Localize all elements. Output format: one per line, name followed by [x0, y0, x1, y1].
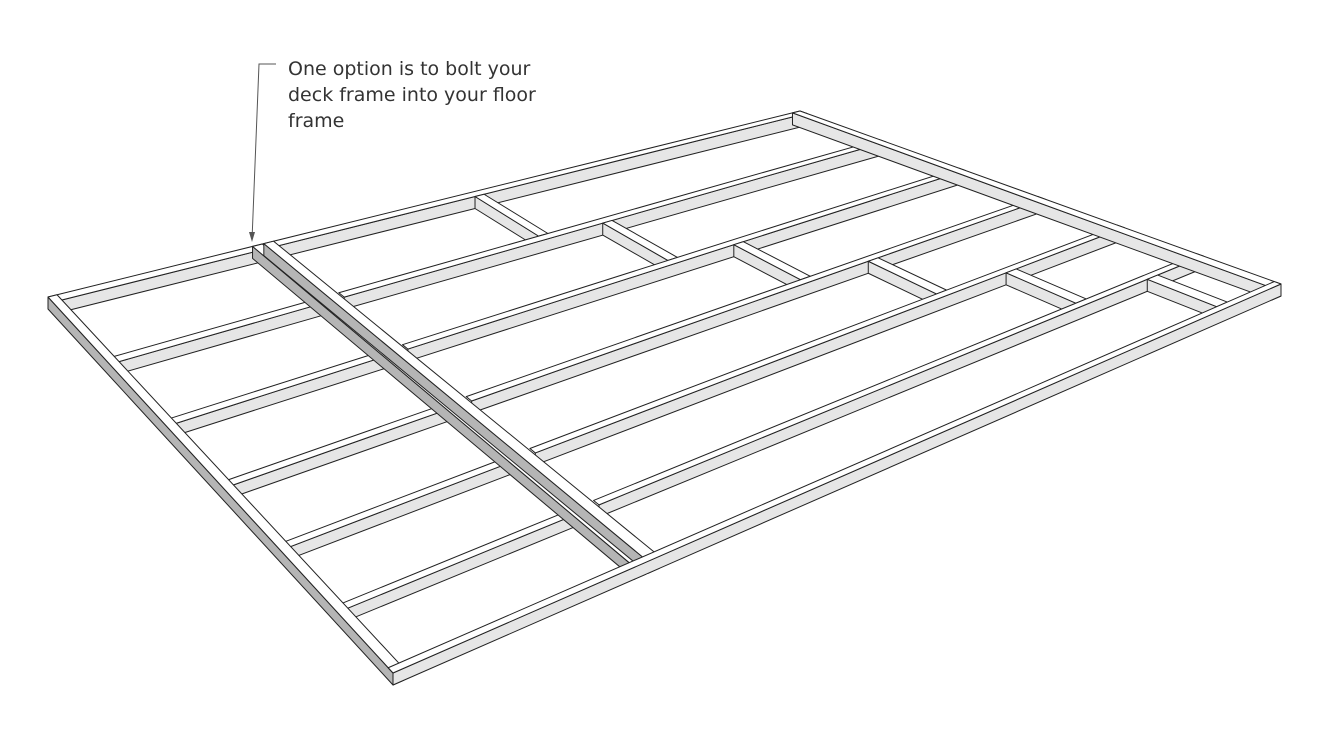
deck-joist-4-side [280, 462, 511, 563]
left-rim-joist [47, 294, 405, 674]
deck-joist-2 [161, 351, 385, 427]
deck-joist-3-side [223, 409, 448, 501]
floor-joist-5-side [598, 255, 1205, 518]
deck-joist-2-side [166, 356, 385, 439]
left-rim-joist-side [47, 296, 394, 686]
callout-text: One option is to bolt your deck frame in… [288, 56, 568, 134]
callout-line-3: frame [288, 110, 345, 132]
front-rim-joist [387, 281, 1282, 674]
deck-joist-1-side [109, 303, 322, 377]
deck-joist-1 [104, 298, 322, 365]
deck-joist-3 [218, 404, 448, 489]
deck-joist-4 [275, 457, 511, 551]
floor-joist-5 [593, 253, 1205, 506]
callout-line-2: deck frame into your floor [288, 84, 536, 106]
callout-line-1: One option is to bolt your [288, 58, 531, 80]
callout-leader [249, 63, 276, 242]
